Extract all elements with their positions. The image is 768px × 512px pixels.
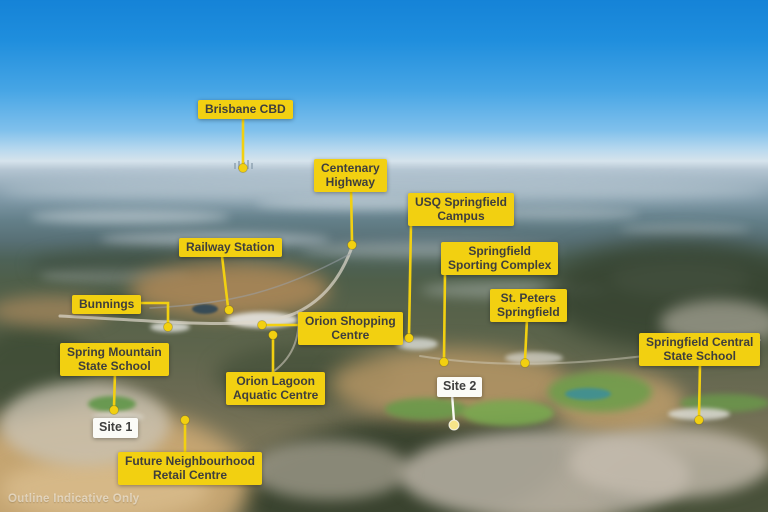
- callout-future-retail: Future Neighbourhood Retail Centre: [118, 452, 262, 486]
- callout-site-2: Site 2: [437, 377, 483, 397]
- st-peters-buildings: [505, 352, 563, 364]
- cleared-land: [130, 262, 330, 318]
- callout-orion-lagoon: Orion Lagoon Aquatic Centre: [226, 372, 326, 406]
- tennis-courts: [565, 388, 611, 400]
- callout-sporting-complex: Springfield Sporting Complex: [441, 242, 559, 276]
- suburb-patch: [570, 428, 768, 498]
- lake: [192, 304, 218, 314]
- site1-buildings: [92, 412, 144, 422]
- callout-orion-shopping: Orion Shopping Centre: [298, 312, 403, 346]
- bunnings-building: [150, 322, 190, 332]
- callout-brisbane-cbd: Brisbane CBD: [198, 100, 293, 120]
- callout-railway-station: Railway Station: [179, 238, 282, 258]
- sports-field: [462, 400, 554, 426]
- callout-centenary-highway: Centenary Highway: [314, 159, 387, 193]
- orion-centre-buildings: [226, 312, 298, 328]
- distant-suburb-speckle: [620, 224, 750, 235]
- disclaimer-watermark: Outline Indicative Only: [8, 493, 140, 505]
- sports-field: [680, 394, 768, 412]
- distant-suburb-speckle: [30, 210, 230, 224]
- suburb-patch: [250, 440, 410, 500]
- sports-field: [385, 398, 467, 420]
- callout-site-1: Site 1: [93, 418, 139, 438]
- callout-spring-mountain: Spring Mountain State School: [60, 343, 169, 377]
- school-buildings: [668, 408, 730, 420]
- sports-field: [88, 396, 136, 412]
- callout-bunnings: Bunnings: [72, 295, 142, 315]
- callout-st-peters: St. Peters Springfield: [490, 289, 567, 323]
- callout-usq-campus: USQ Springfield Campus: [408, 193, 515, 227]
- callout-springfield-central: Springfield Central State School: [639, 333, 761, 367]
